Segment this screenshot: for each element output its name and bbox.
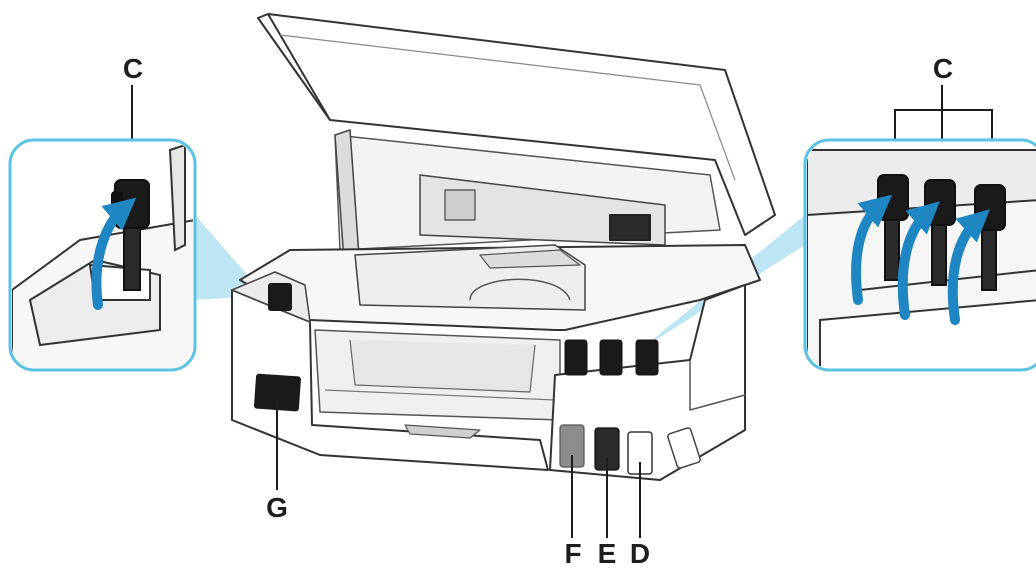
right-callout	[803, 138, 1036, 372]
scanner-lid	[257, 13, 776, 236]
right-tank-caps	[564, 339, 659, 376]
label-c-right: C	[932, 53, 954, 84]
tank-window-g	[253, 373, 301, 412]
label-f: F	[564, 538, 582, 569]
label-g: G	[266, 492, 288, 523]
right-callout-cap-2	[924, 179, 956, 226]
left-callout-arrow	[91, 197, 137, 310]
right-callout-cap-1	[877, 174, 909, 221]
label-e: E	[597, 538, 617, 569]
left-tank-cap	[268, 283, 292, 311]
left-tank	[253, 283, 301, 412]
label-d: D	[629, 538, 651, 569]
printer	[231, 13, 776, 481]
right-callout-arrows	[851, 194, 990, 325]
left-callout	[8, 138, 197, 372]
label-c-left: C	[122, 53, 144, 84]
printer-front	[231, 289, 549, 471]
right-tank-windows	[559, 424, 653, 475]
